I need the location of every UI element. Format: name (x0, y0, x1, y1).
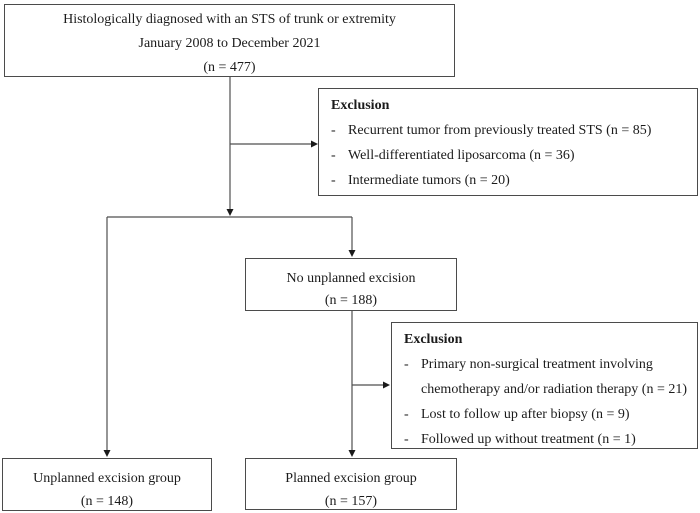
exclusion-box-2: Exclusion - Primary non-surgical treatme… (391, 322, 698, 449)
exclusion2-item-line1: Primary non-surgical treatment involving (421, 357, 653, 372)
top-box-line1: Histologically diagnosed with an STS of … (63, 12, 396, 27)
planned-group-count: (n = 157) (324, 494, 378, 509)
no-unplanned-excision-box: No unplanned excision (n = 188) (245, 258, 457, 311)
exclusion2-item-text: Lost to follow up after biopsy (n = 9) (421, 407, 630, 422)
exclusion2-item-text: Primary non-surgical treatment involving… (421, 352, 689, 402)
planned-excision-group-box: Planned excision group (n = 157) (245, 458, 457, 510)
exclusion1-title: Exclusion (331, 98, 390, 113)
exclusion1-item: - Recurrent tumor from previously treate… (331, 118, 689, 143)
arrowhead-right-exclusion1 (311, 140, 318, 148)
unplanned-group-count: (n = 148) (80, 494, 134, 509)
exclusion2-item: - Primary non-surgical treatment involvi… (404, 352, 689, 402)
dash-bullet: - (404, 407, 409, 422)
dash-bullet: - (331, 148, 336, 163)
arrowhead-down-junction (226, 209, 234, 216)
top-box-count: (n = 477) (203, 60, 256, 75)
top-box-diagnosis: Histologically diagnosed with an STS of … (4, 4, 455, 77)
exclusion1-item-text: Intermediate tumors (n = 20) (348, 173, 510, 188)
dash-bullet: - (331, 173, 336, 188)
exclusion2-title: Exclusion (404, 332, 463, 347)
dash-bullet: - (404, 432, 409, 447)
dash-bullet: - (404, 357, 409, 372)
arrowhead-down-unplanned (103, 450, 111, 457)
exclusion-box-1: Exclusion - Recurrent tumor from previou… (318, 88, 698, 196)
exclusion2-item-line2: chemotherapy and/or radiation therapy (n… (421, 382, 688, 397)
exclusion1-item: - Well-differentiated liposarcoma (n = 3… (331, 143, 689, 168)
exclusion1-item: - Intermediate tumors (n = 20) (331, 168, 689, 193)
no-unplanned-count: (n = 188) (324, 293, 378, 308)
arrowhead-down-no-unplanned (348, 250, 356, 257)
dash-bullet: - (331, 123, 336, 138)
unplanned-group-label: Unplanned excision group (33, 471, 181, 486)
planned-group-label: Planned excision group (285, 471, 417, 486)
unplanned-excision-group-box: Unplanned excision group (n = 148) (2, 458, 212, 511)
exclusion1-item-text: Recurrent tumor from previously treated … (348, 123, 652, 138)
arrowhead-down-planned (348, 450, 356, 457)
exclusion2-item-text: Followed up without treatment (n = 1) (421, 432, 636, 447)
no-unplanned-label: No unplanned excision (286, 271, 416, 286)
top-box-line2: January 2008 to December 2021 (138, 36, 321, 51)
arrowhead-right-exclusion2 (383, 381, 390, 389)
exclusion2-item: - Followed up without treatment (n = 1) (404, 427, 689, 452)
exclusion1-item-text: Well-differentiated liposarcoma (n = 36) (348, 148, 575, 163)
exclusion2-item: - Lost to follow up after biopsy (n = 9) (404, 402, 689, 427)
